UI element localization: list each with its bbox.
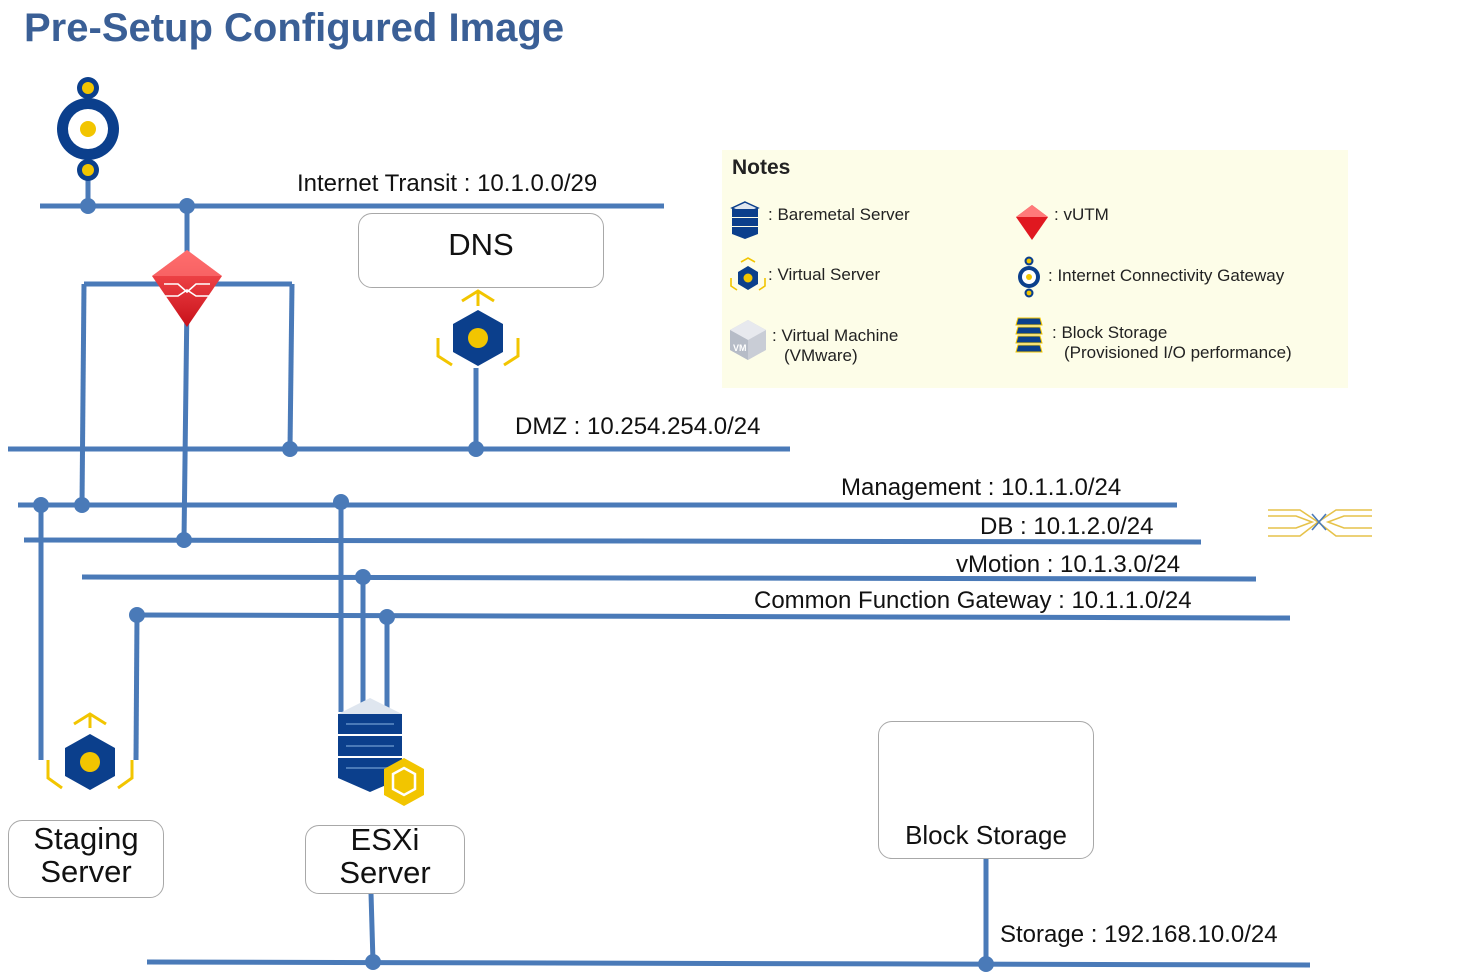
note-virtual-machine-line1: : Virtual Machine xyxy=(772,326,899,345)
esxi-server-box xyxy=(305,825,465,894)
internet-transit-label: Internet Transit : 10.1.0.0/29 xyxy=(297,170,598,197)
notes-title: Notes xyxy=(732,156,791,179)
esxi-server-label-line1: ESXi xyxy=(350,822,420,857)
junction-dot xyxy=(33,497,49,513)
note-block-storage: : Block Storage (Provisioned I/O perform… xyxy=(1052,323,1292,364)
note-block-storage-line2: (Provisioned I/O performance) xyxy=(1064,343,1292,363)
common-function-gateway-line xyxy=(135,612,1291,621)
vutm-outline-motif xyxy=(1268,509,1372,537)
storage-line xyxy=(146,959,1311,968)
dns-box xyxy=(358,213,604,288)
junction-dot xyxy=(179,198,195,214)
management-label: Management : 10.1.1.0/24 xyxy=(841,474,1122,501)
staging-server-label-line1: Staging xyxy=(33,821,139,856)
junction-dot xyxy=(282,441,298,457)
note-virtual-server: : Virtual Server xyxy=(768,265,881,284)
note-internet-gateway: : Internet Connectivity Gateway xyxy=(1048,266,1285,285)
junction-dot xyxy=(80,198,96,214)
junction-dot xyxy=(365,954,381,970)
internet-gateway-icon xyxy=(57,77,119,181)
junction-dot xyxy=(355,569,371,585)
vutm-icon xyxy=(152,250,222,327)
network-lines xyxy=(8,178,1311,968)
staging-virtual-server-icon xyxy=(46,712,134,790)
vmware-virtual-machine-icon: VM xyxy=(730,320,766,360)
junction-dot xyxy=(379,609,395,625)
staging-to-cfg xyxy=(133,614,140,761)
storage-label: Storage : 192.168.10.0/24 xyxy=(1000,921,1278,948)
junction-dot xyxy=(129,607,145,623)
note-virtual-machine: : Virtual Machine (VMware) xyxy=(772,326,898,367)
page-title: Pre-Setup Configured Image xyxy=(24,6,565,50)
staging-server-box xyxy=(8,820,164,898)
esxi-baremetal-icon xyxy=(338,698,424,806)
note-baremetal-server: : Baremetal Server xyxy=(768,205,910,224)
esxi-server-label-line2: Server xyxy=(339,855,431,891)
block-storage-label: Block Storage xyxy=(905,820,1067,850)
dmz-label: DMZ : 10.254.254.0/24 xyxy=(515,413,761,440)
junction-dot xyxy=(978,956,994,972)
vutm-to-dmz xyxy=(287,283,295,450)
block-storage-box xyxy=(878,721,1094,859)
esxi-to-storage xyxy=(368,892,376,963)
vmotion-line xyxy=(81,574,1257,582)
staging-server-label: Staging Server xyxy=(8,822,164,889)
junction-dot xyxy=(176,532,192,548)
staging-server-label-line2: Server xyxy=(40,854,132,890)
vutm-to-management xyxy=(79,283,87,506)
vmotion-label: vMotion : 10.1.3.0/24 xyxy=(956,551,1181,578)
dns-label: DNS xyxy=(448,227,514,262)
internet-gateway-legend-icon xyxy=(1018,256,1040,298)
vutm-to-db xyxy=(181,299,190,541)
junction-dot xyxy=(333,494,349,510)
junction-dot xyxy=(74,497,90,513)
junction-dot xyxy=(468,441,484,457)
vutm-legend-icon xyxy=(1016,205,1048,240)
db-label: DB : 10.1.2.0/24 xyxy=(980,513,1154,540)
note-vutm: : vUTM xyxy=(1054,205,1109,224)
block-storage-legend-icon xyxy=(1015,317,1043,353)
svg-text:VM: VM xyxy=(733,343,747,353)
db-line xyxy=(23,537,1202,545)
common-function-gateway-label: Common Function Gateway : 10.1.1.0/24 xyxy=(754,587,1192,614)
baremetal-server-icon xyxy=(730,201,760,239)
note-block-storage-line1: : Block Storage xyxy=(1052,323,1168,342)
virtual-server-icon xyxy=(730,257,766,291)
junction-dots xyxy=(33,198,994,972)
esxi-server-label: ESXi Server xyxy=(305,823,465,890)
dns-virtual-server-icon xyxy=(436,289,520,367)
notes-legend: Notes : Baremetal Server : Virtual Serve… xyxy=(722,150,1348,388)
note-virtual-machine-line2: (VMware) xyxy=(784,346,858,366)
